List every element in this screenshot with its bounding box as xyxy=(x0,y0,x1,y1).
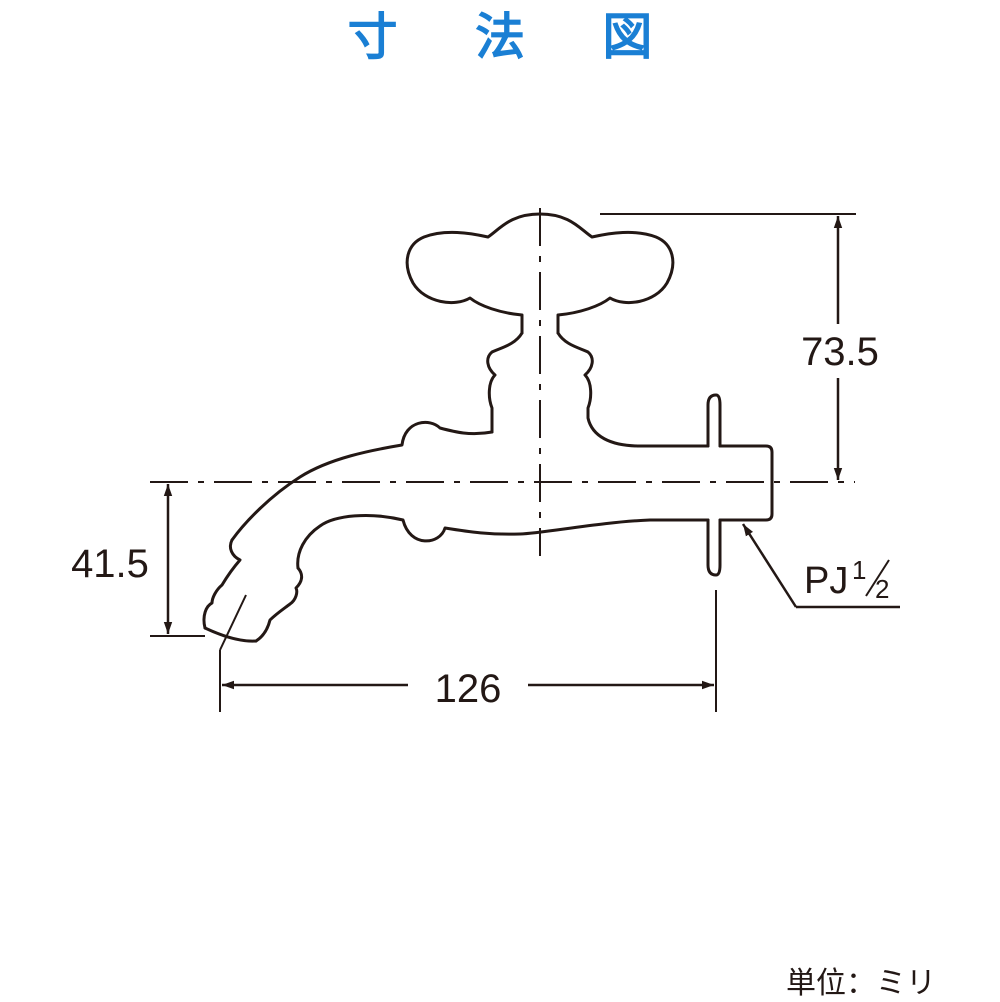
unit-label: 単位：ミリ xyxy=(786,966,936,1001)
spout-right-outline xyxy=(254,566,304,643)
spout-left-outline xyxy=(202,538,242,630)
body-bottom-outline xyxy=(296,513,710,570)
thread-numerator: 1 xyxy=(852,555,866,585)
thread-leader xyxy=(741,523,900,609)
body-top-outline xyxy=(230,420,494,542)
nut-outline xyxy=(706,393,722,448)
spout-tip-outline xyxy=(203,626,258,643)
thread-outline xyxy=(718,444,774,522)
dimension-length-label: 126 xyxy=(435,667,502,711)
spout-axis-line xyxy=(219,594,247,651)
thread-spec-label: PJ 1 2 xyxy=(804,555,890,604)
thread-denominator: 2 xyxy=(875,574,889,604)
dimension-drop-label: 41.5 xyxy=(71,542,149,586)
extension-lines xyxy=(150,213,856,712)
dimension-height-label: 73.5 xyxy=(801,330,879,374)
nut-lower-outline xyxy=(706,518,722,577)
page-title: 寸 法 図 xyxy=(347,8,683,66)
stem-outline xyxy=(486,331,710,448)
dimension-lines xyxy=(163,216,843,690)
thread-fraction-bar xyxy=(865,559,890,597)
center-lines xyxy=(150,208,855,651)
faucet-outline xyxy=(202,212,774,643)
thread-label: PJ xyxy=(804,560,848,602)
